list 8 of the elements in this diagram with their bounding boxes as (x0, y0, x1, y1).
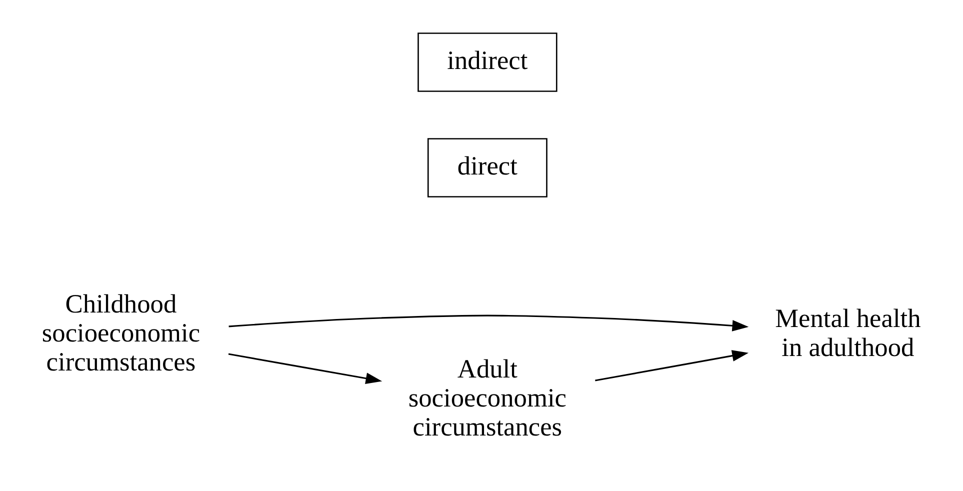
node-text: Childhood socioeconomic circumstances (42, 290, 200, 377)
arrow (228, 314, 749, 332)
node-text: Mental health in adulthood (775, 304, 921, 362)
arrow (595, 350, 748, 382)
node-box: indirect (418, 32, 558, 92)
node-text: Adult socioeconomic circumstances (408, 354, 566, 442)
arrow (228, 353, 382, 384)
node-box: direct (427, 138, 548, 198)
